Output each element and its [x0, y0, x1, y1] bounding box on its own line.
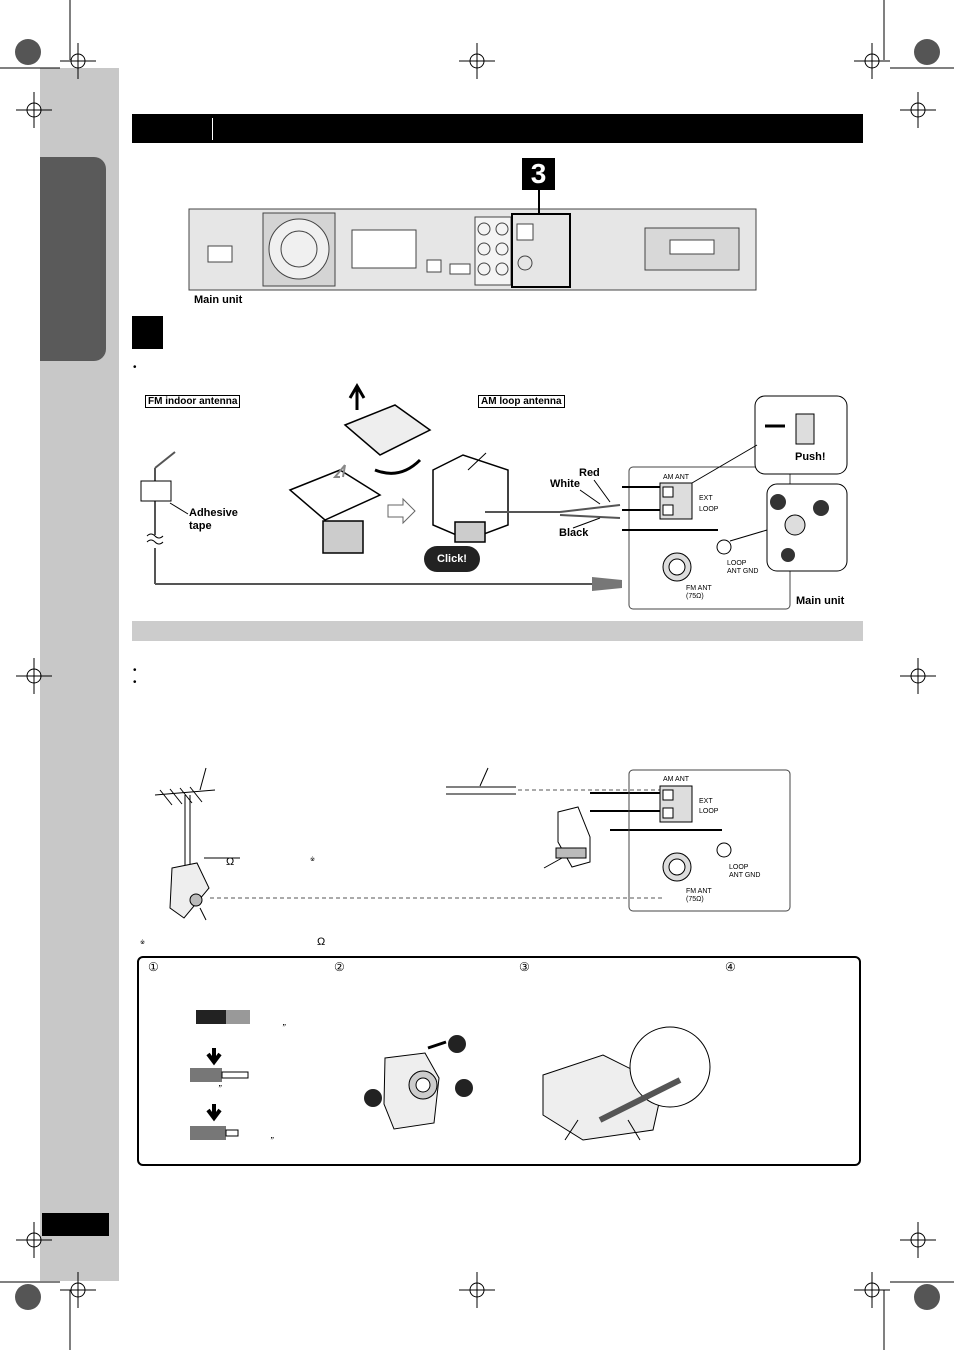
white-wire-label: White [550, 478, 580, 490]
main-unit-label: Main unit [194, 294, 243, 306]
header-divider [212, 118, 213, 140]
coax-instructions-box [137, 956, 861, 1166]
step-one-marker: ① [148, 960, 159, 974]
ohm-symbol: Ω [226, 856, 235, 868]
adhesive-tape-label: Adhesive tape [189, 507, 238, 532]
page-number-box [42, 1213, 109, 1236]
loop-ant-gnd-label-2: LOOP ANT GND [729, 864, 761, 879]
fm-ant-label-2: FM ANT (75Ω) [686, 888, 712, 903]
red-wire-label: Red [579, 467, 600, 479]
step-two-marker: ② [334, 960, 345, 974]
loop-label: LOOP [699, 506, 719, 513]
step-three-marker: ③ [519, 960, 530, 974]
am-ant-label-2: AM ANT [663, 776, 690, 783]
ext-label-2: EXT [699, 798, 713, 805]
color-target-icon [15, 39, 940, 1310]
bullet-list: •• [133, 665, 137, 688]
click-badge: Click! [424, 546, 480, 572]
am-loop-antenna-label: AM loop antenna [478, 395, 565, 408]
am-ant-label: AM ANT [663, 474, 690, 481]
section-header-bar [132, 114, 863, 143]
footnote-asterisk: ※ [140, 940, 146, 946]
asterisk-mark: ※ [310, 857, 316, 863]
push-label: Push! [795, 451, 826, 463]
main-unit-rear-panel [188, 208, 757, 291]
step-four-marker: ④ [725, 960, 736, 974]
black-wire-label: Black [559, 527, 589, 539]
ext-label: EXT [699, 495, 713, 502]
footnote-ohm: Ω [317, 936, 326, 948]
inch-mark: ” [218, 1084, 222, 1095]
step-number-badge: 3 [522, 158, 555, 190]
subsection-bar [132, 621, 863, 641]
bullet-point: • [133, 362, 137, 373]
inch-mark: ” [270, 1136, 274, 1147]
section-tab [40, 157, 106, 361]
step-marker-box [132, 316, 163, 349]
loop-label-2: LOOP [699, 808, 719, 815]
registration-mark-icon [16, 43, 936, 1308]
fm-ant-label: FM ANT (75Ω) [686, 585, 712, 600]
loop-ant-gnd-label: LOOP ANT GND [727, 560, 759, 575]
fm-indoor-antenna-label: FM indoor antenna [145, 395, 241, 408]
main-unit-terminal-label: Main unit [796, 595, 845, 607]
inch-mark: ” [282, 1023, 286, 1034]
